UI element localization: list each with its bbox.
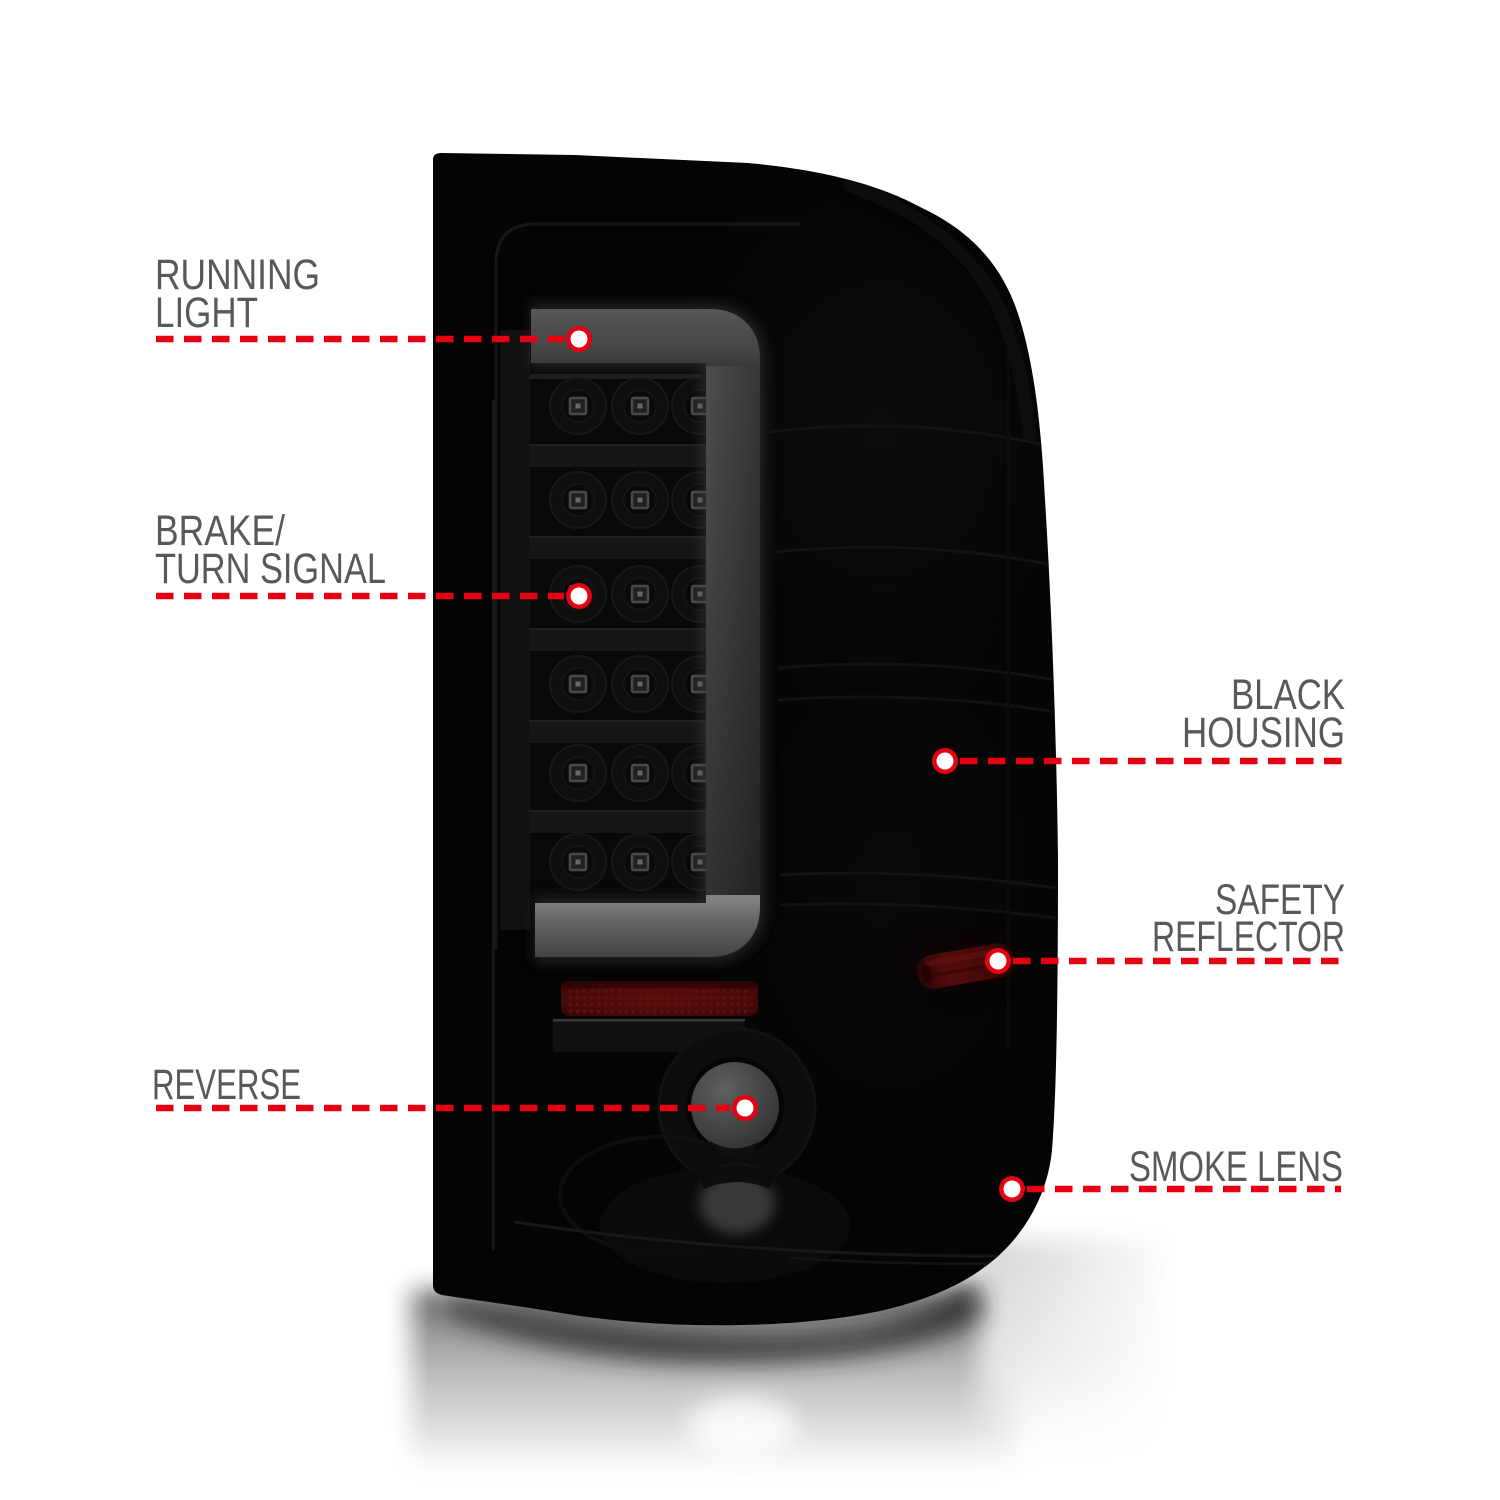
- svg-text:REFLECTOR: REFLECTOR: [1152, 913, 1345, 961]
- svg-text:BRAKE/: BRAKE/: [155, 507, 285, 555]
- svg-text:SAFETY: SAFETY: [1215, 876, 1345, 924]
- svg-text:HOUSING: HOUSING: [1182, 709, 1345, 757]
- svg-text:SMOKE LENS: SMOKE LENS: [1129, 1143, 1343, 1191]
- svg-text:RUNNING: RUNNING: [155, 251, 320, 299]
- svg-text:LIGHT: LIGHT: [155, 289, 258, 337]
- svg-text:TURN SIGNAL: TURN SIGNAL: [155, 545, 386, 593]
- svg-text:REVERSE: REVERSE: [152, 1061, 301, 1109]
- svg-text:BLACK: BLACK: [1231, 671, 1345, 719]
